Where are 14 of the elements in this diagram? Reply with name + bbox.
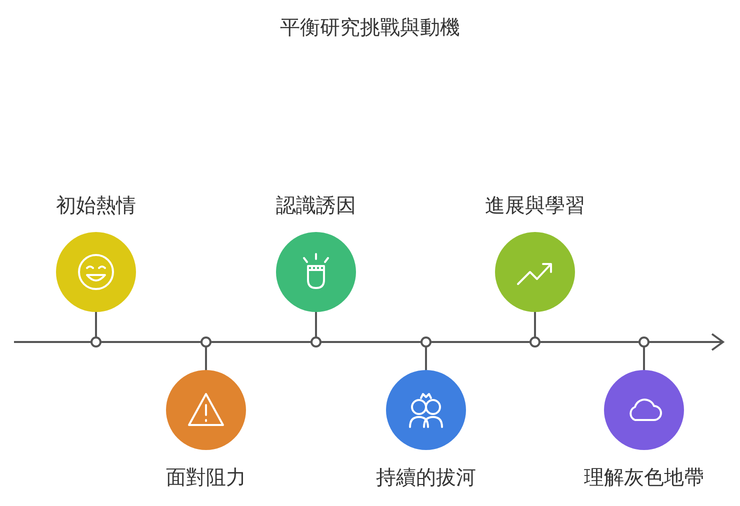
timeline-axis — [14, 333, 725, 351]
connector-line — [638, 336, 650, 370]
milestone-label: 面對阻力 — [165, 464, 247, 491]
milestone-label: 持續的拔河 — [375, 464, 477, 491]
connector-line — [310, 312, 322, 348]
milestone-label: 理解灰色地帶 — [583, 464, 705, 491]
milestone-label: 認識誘因 — [275, 192, 357, 219]
connector-line — [200, 336, 212, 370]
connector-line — [90, 312, 102, 348]
connector-line — [420, 336, 432, 370]
diagram-title: 平衡研究挑戰與動機 — [279, 14, 461, 41]
connector-line — [530, 312, 540, 348]
milestone-label: 進展與學習 — [484, 192, 586, 219]
milestone-label: 初始熱情 — [55, 192, 137, 219]
